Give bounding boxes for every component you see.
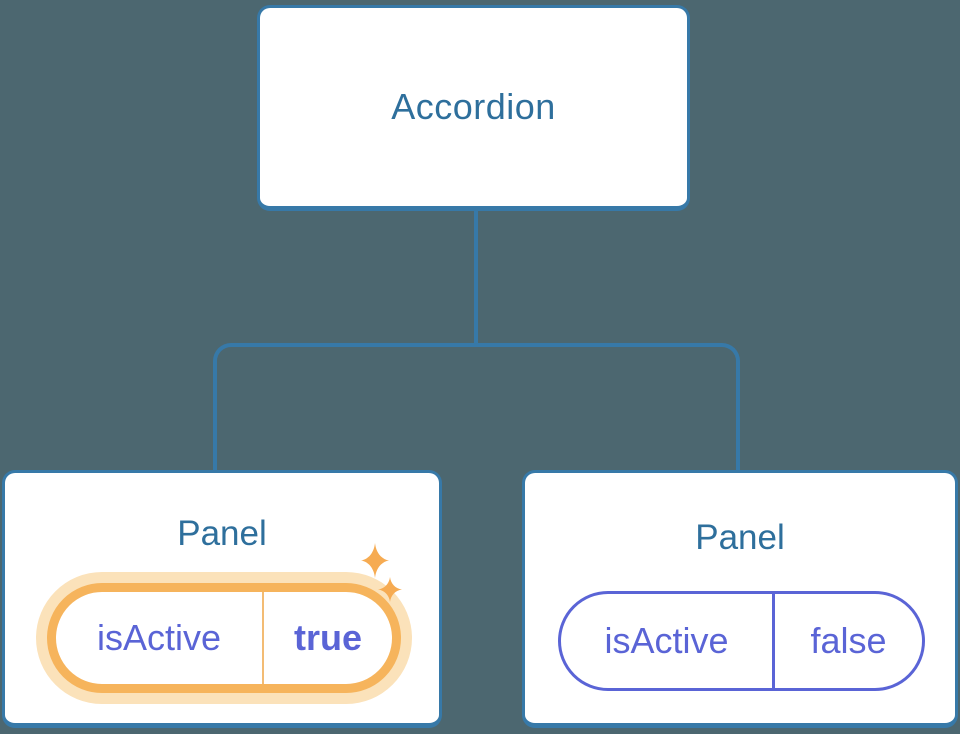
connector-trunk xyxy=(474,211,478,347)
panel-node-inactive: Panel isActive false xyxy=(522,470,958,728)
panel-node-label: Panel xyxy=(177,514,267,553)
accordion-node-label: Accordion xyxy=(391,86,556,127)
state-pill-active: isActive true xyxy=(47,583,401,693)
sparkle-small-icon xyxy=(378,577,402,602)
state-value: false xyxy=(810,620,887,661)
pill-divider xyxy=(262,592,264,684)
state-key: isActive xyxy=(96,617,222,658)
state-pill-inactive: isActive false xyxy=(558,591,925,691)
connector-branch xyxy=(213,343,740,470)
state-value: true xyxy=(293,617,362,658)
pill-divider xyxy=(772,594,775,688)
panel-node-active: Panel isActive true xyxy=(2,470,442,728)
panel-node-label: Panel xyxy=(695,518,785,557)
accordion-node: Accordion xyxy=(257,5,690,211)
state-key: isActive xyxy=(604,620,729,661)
sparkles-icon xyxy=(361,543,421,613)
sparkle-large-icon xyxy=(361,543,389,578)
